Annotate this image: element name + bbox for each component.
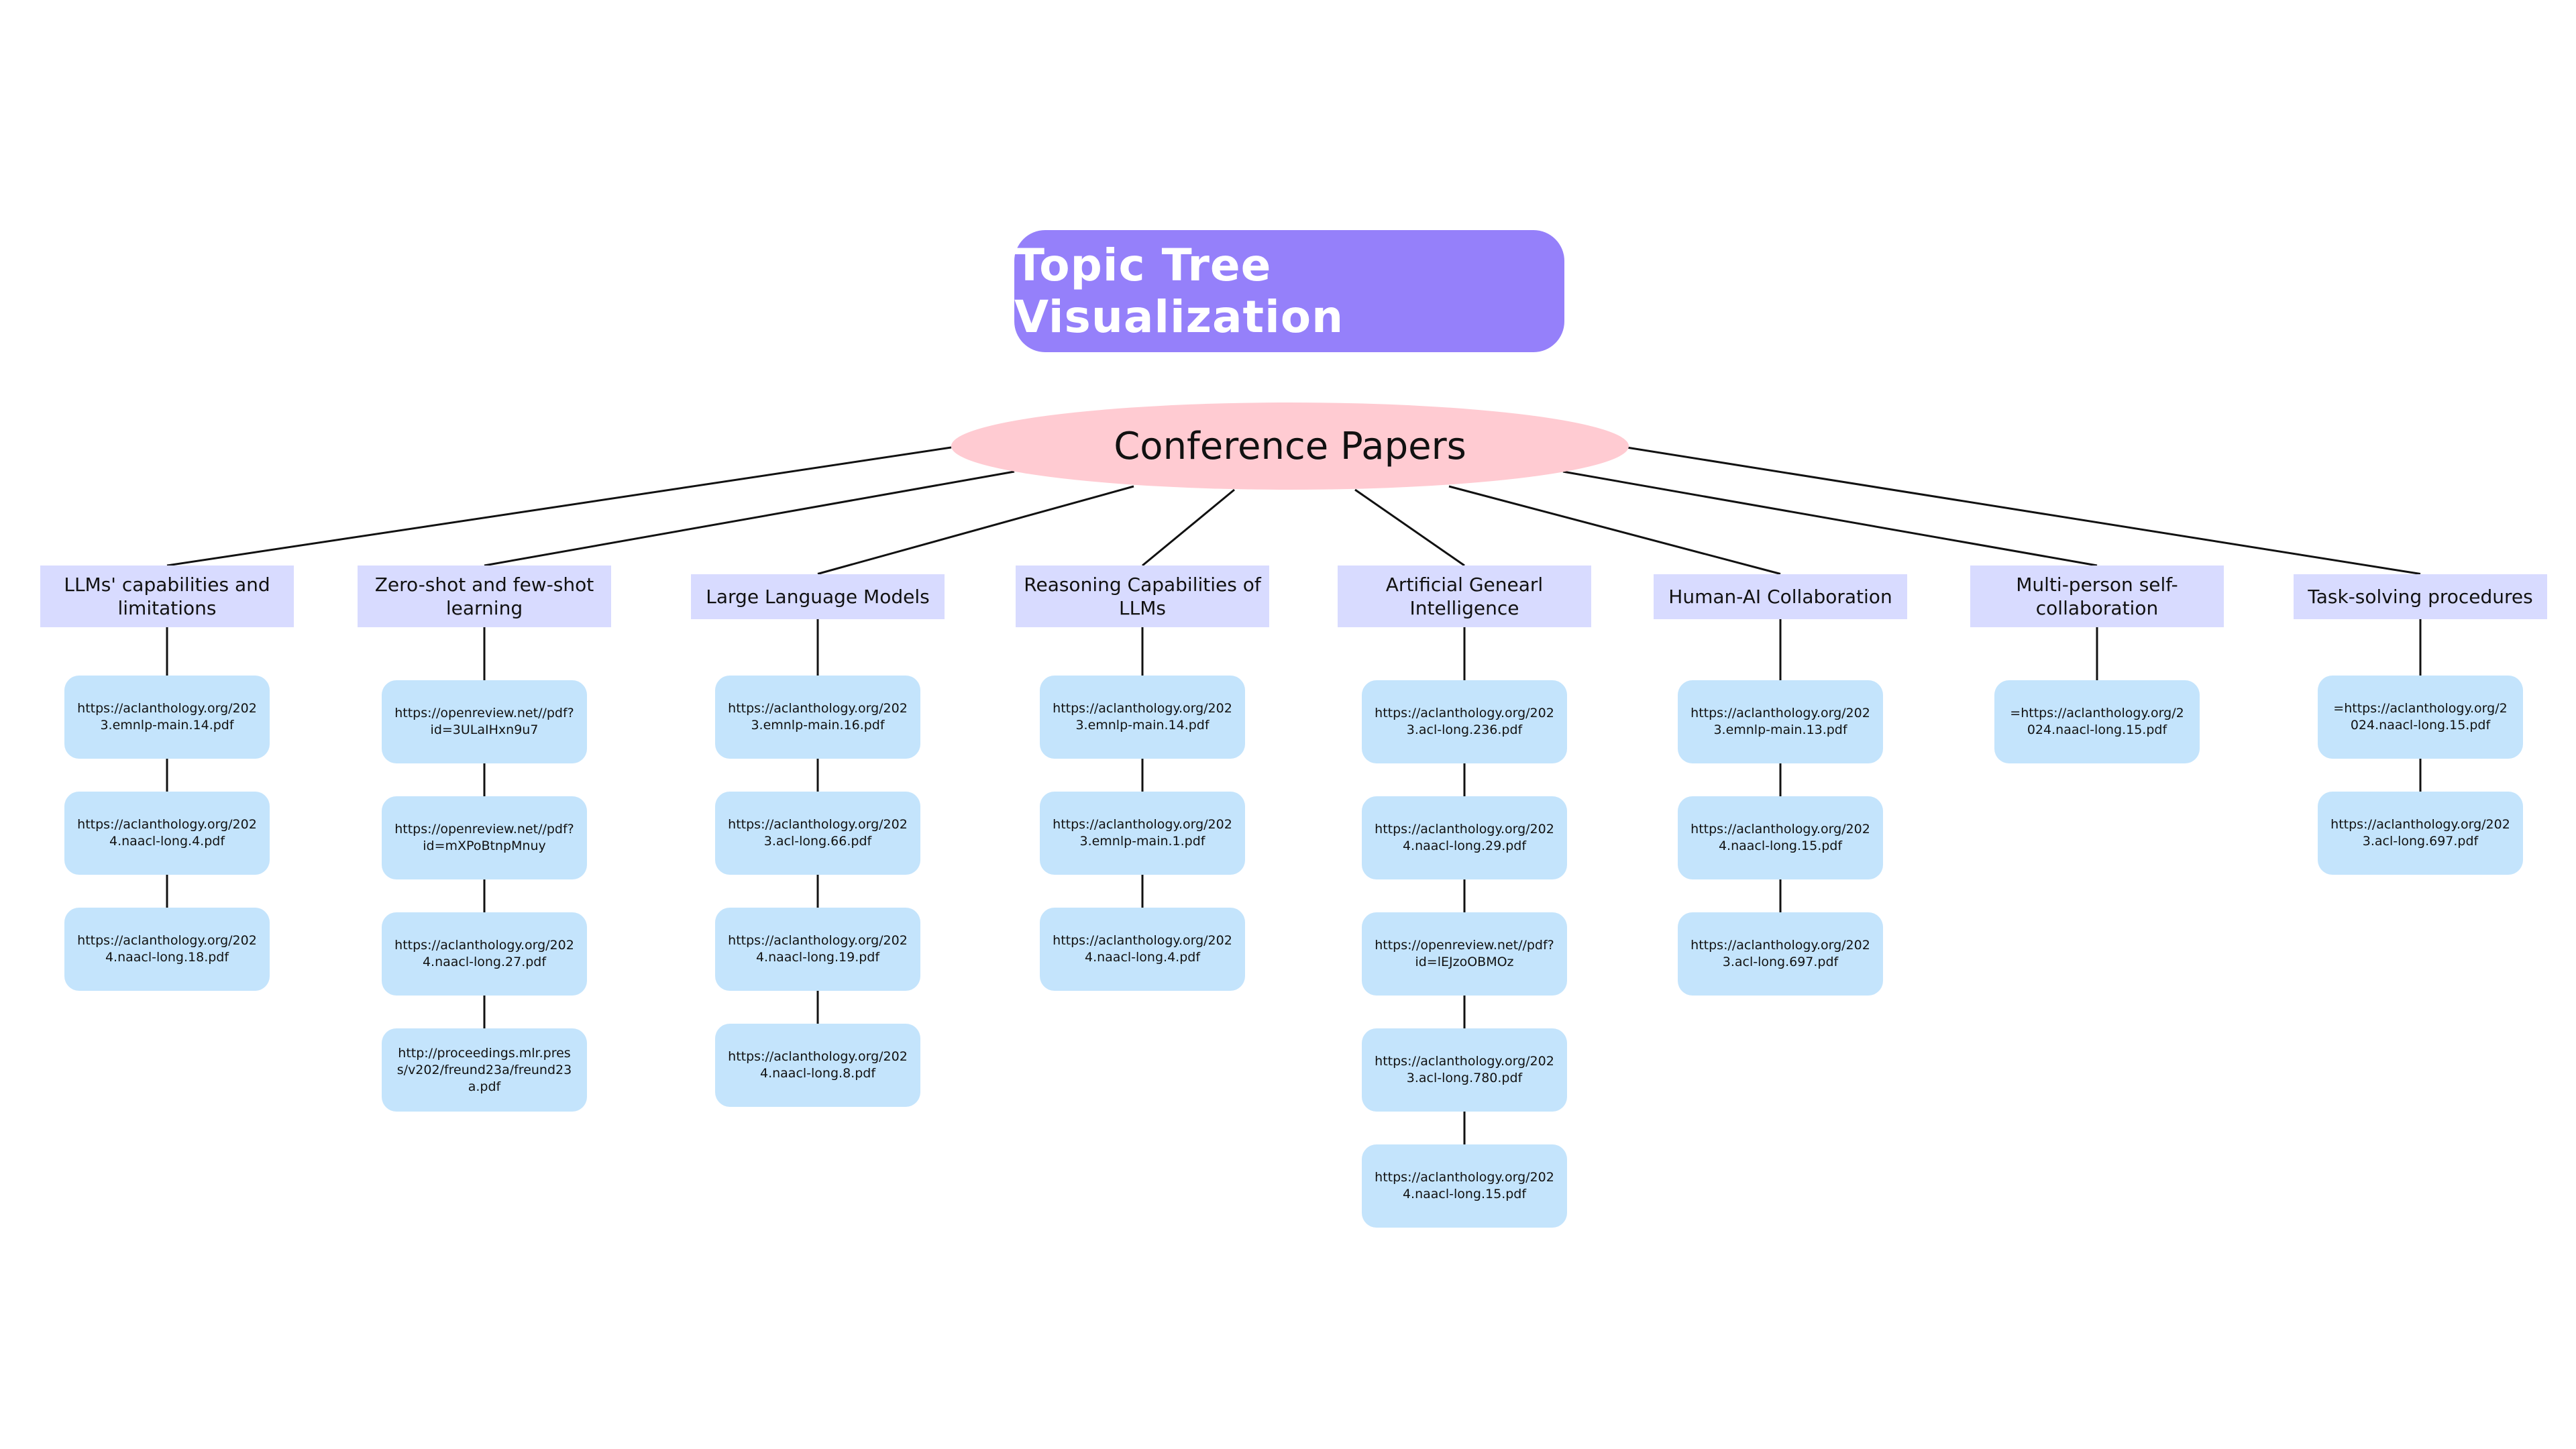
paper-link-node: https://aclanthology.org/2023.emnlp-main…: [64, 676, 270, 759]
paper-link-node: https://aclanthology.org/2023.emnlp-main…: [1040, 676, 1245, 759]
topic-node: Human-AI Collaboration: [1654, 574, 1907, 619]
topic-node: Multi-person self-collaboration: [1970, 566, 2224, 627]
topic-node: LLMs' capabilities and limitations: [40, 566, 294, 627]
paper-link-node: https://aclanthology.org/2023.emnlp-main…: [1678, 680, 1883, 763]
paper-link-node: https://aclanthology.org/2023.acl-long.2…: [1362, 680, 1567, 763]
root-node: Conference Papers: [951, 402, 1629, 490]
topic-node: Reasoning Capabilities of LLMs: [1016, 566, 1269, 627]
paper-link-node: https://aclanthology.org/2023.acl-long.6…: [2318, 792, 2523, 875]
root-topic-connector: [1562, 470, 2098, 567]
paper-link-node: https://aclanthology.org/2024.naacl-long…: [64, 792, 270, 875]
paper-link-node: https://aclanthology.org/2024.naacl-long…: [715, 1024, 920, 1107]
paper-link-node: https://openreview.net//pdf?id=mXPoBtnpM…: [382, 796, 587, 879]
paper-link-node: =https://aclanthology.org/2024.naacl-lon…: [1994, 680, 2200, 763]
root-topic-connector: [484, 470, 1015, 567]
topic-node: Zero-shot and few-shot learning: [358, 566, 611, 627]
root-topic-connector: [817, 485, 1134, 575]
root-topic-connector: [1448, 485, 1781, 575]
paper-link-node: =https://aclanthology.org/2024.naacl-lon…: [2318, 676, 2523, 759]
paper-link-node: https://aclanthology.org/2024.naacl-long…: [1040, 908, 1245, 991]
diagram-title: Topic Tree Visualization: [1014, 230, 1564, 352]
paper-link-node: https://aclanthology.org/2023.acl-long.6…: [715, 792, 920, 875]
paper-link-node: https://openreview.net//pdf?id=lEJzoOBMO…: [1362, 912, 1567, 996]
paper-link-node: http://proceedings.mlr.press/v202/freund…: [382, 1028, 587, 1112]
paper-link-node: https://aclanthology.org/2023.emnlp-main…: [1040, 792, 1245, 875]
topic-node: Large Language Models: [691, 574, 945, 619]
root-topic-connector: [1142, 488, 1235, 567]
paper-link-node: https://aclanthology.org/2024.naacl-long…: [1362, 796, 1567, 879]
root-topic-connector: [1354, 488, 1465, 567]
root-topic-connector: [166, 446, 952, 567]
paper-link-node: https://aclanthology.org/2024.naacl-long…: [382, 912, 587, 996]
paper-link-node: https://aclanthology.org/2024.naacl-long…: [715, 908, 920, 991]
paper-link-node: https://aclanthology.org/2024.naacl-long…: [1362, 1144, 1567, 1228]
paper-link-node: https://openreview.net//pdf?id=3ULaIHxn9…: [382, 680, 587, 763]
root-topic-connector: [1626, 446, 2421, 575]
paper-link-node: https://aclanthology.org/2023.emnlp-main…: [715, 676, 920, 759]
paper-link-node: https://aclanthology.org/2023.acl-long.7…: [1362, 1028, 1567, 1112]
paper-link-node: https://aclanthology.org/2023.acl-long.6…: [1678, 912, 1883, 996]
topic-node: Artificial Genearl Intelligence: [1338, 566, 1591, 627]
paper-link-node: https://aclanthology.org/2024.naacl-long…: [1678, 796, 1883, 879]
paper-link-node: https://aclanthology.org/2024.naacl-long…: [64, 908, 270, 991]
topic-node: Task-solving procedures: [2294, 574, 2547, 619]
